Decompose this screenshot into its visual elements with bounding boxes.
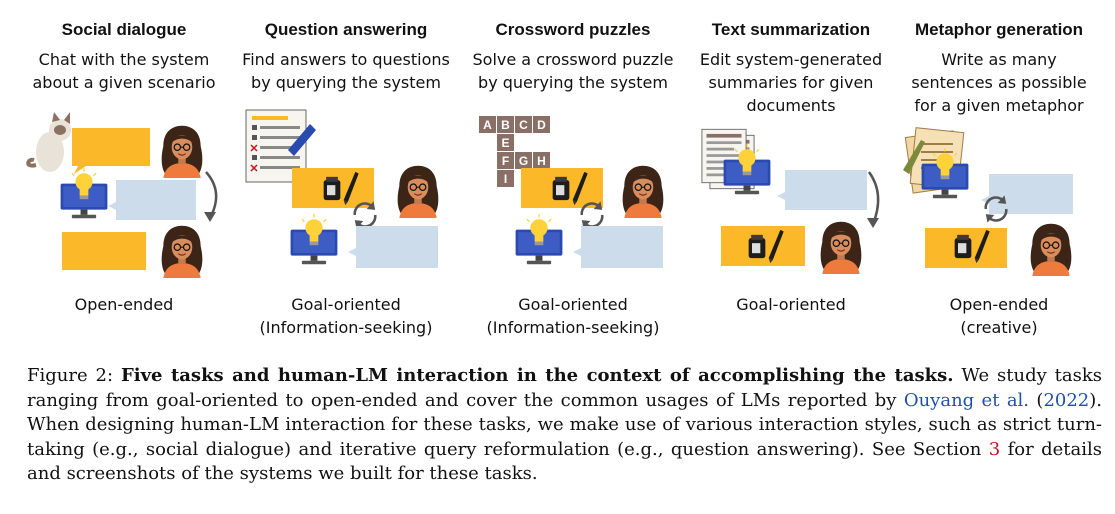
panel-type: Goal-oriented (Information-seeking) (486, 295, 660, 337)
social-dialogue-illustration (26, 112, 218, 278)
panel-type: Open-ended (74, 295, 174, 314)
caption-label: Figure 2: (27, 365, 121, 386)
figure-caption: Figure 2: Five tasks and human-LM intera… (27, 364, 1102, 487)
blue-bubble (777, 170, 867, 210)
panel-title: Text summarization (711, 20, 871, 39)
crossword-letter: F (502, 154, 509, 168)
computer-icon (59, 168, 109, 219)
figure-2: Social dialogue Chat with the system abo… (8, 0, 1115, 350)
cycle-arrow-icon (205, 171, 218, 219)
blue-bubble (573, 226, 663, 268)
crossword-letter: A (483, 118, 492, 132)
blue-bubble (108, 180, 196, 220)
crossword-letter: H (537, 154, 546, 168)
section-reference-link[interactable]: 3 (988, 438, 1001, 460)
citation-paren: ( (1029, 389, 1044, 411)
computer-icon (514, 214, 564, 265)
computer-icon (289, 214, 339, 265)
panel-social-dialogue: Social dialogue Chat with the system abo… (8, 0, 240, 350)
woman-avatar-icon (1030, 223, 1072, 276)
panel-metaphor-generation: Metaphor generation Write as many senten… (883, 0, 1115, 350)
panel-description: Edit system-generated summaries for give… (699, 50, 883, 115)
yellow-bubble (62, 232, 146, 270)
crossword-letter: C (519, 118, 528, 132)
woman-avatar-icon (161, 225, 203, 278)
woman-avatar-icon (820, 221, 862, 274)
woman-avatar-icon (397, 165, 439, 218)
citation-year-link[interactable]: 2022 (1043, 389, 1090, 411)
panel-description: Solve a crossword puzzle by querying the… (472, 50, 674, 92)
panel-title: Metaphor generation (914, 20, 1084, 39)
crossword-letter: D (537, 118, 546, 132)
panel-crossword-puzzles: Crossword puzzles Solve a crossword puzz… (457, 0, 689, 350)
woman-avatar-icon (161, 125, 203, 178)
crossword-letter: E (501, 136, 509, 150)
blue-bubble (348, 226, 438, 268)
caption-text: We study tasks ranging from goal-oriente… (27, 365, 1103, 411)
citation-author-link[interactable]: Ouyang et al. (903, 389, 1030, 411)
panel-description: Find answers to questions by querying th… (242, 50, 450, 92)
woman-avatar-icon (622, 165, 664, 218)
panel-text-summarization: Text summarization Edit system-generated… (675, 0, 907, 350)
panel-type: Goal-oriented (736, 295, 846, 314)
panel-title: Question answering (264, 20, 428, 39)
caption-text: for details and screenshots of the syste… (27, 438, 1103, 485)
cat-icon (26, 112, 71, 172)
crossword-letter: B (501, 118, 510, 132)
caption-bold-title: Five tasks and human-LM interaction in t… (120, 365, 954, 386)
yellow-bubble (72, 128, 150, 174)
panel-description: Chat with the system about a given scena… (32, 50, 216, 92)
crossword-grid: A B C D E F G H I (479, 116, 550, 187)
panel-type: Goal-oriented (Information-seeking) (259, 295, 433, 337)
crossword-letter: I (504, 172, 507, 186)
panel-title: Crossword puzzles (495, 20, 651, 39)
cycle-arrow-icon (867, 171, 880, 225)
panel-title: Social dialogue (61, 20, 187, 39)
caption-text: When designing human-LM interaction for … (27, 414, 1102, 460)
crossword-letter: G (519, 154, 528, 168)
question-answering-illustration (245, 109, 439, 268)
metaphor-generation-illustration (903, 127, 1073, 276)
panel-type: Open-ended (creative) (949, 295, 1049, 337)
citation-paren: ). (1089, 389, 1102, 411)
crossword-illustration: A B C D E F G H I (479, 116, 664, 268)
panel-description: Write as many sentences as possible for … (911, 50, 1087, 115)
text-summarization-illustration (701, 128, 880, 274)
panel-question-answering: Question answering Find answers to quest… (230, 0, 462, 350)
blue-bubble (981, 174, 1073, 214)
